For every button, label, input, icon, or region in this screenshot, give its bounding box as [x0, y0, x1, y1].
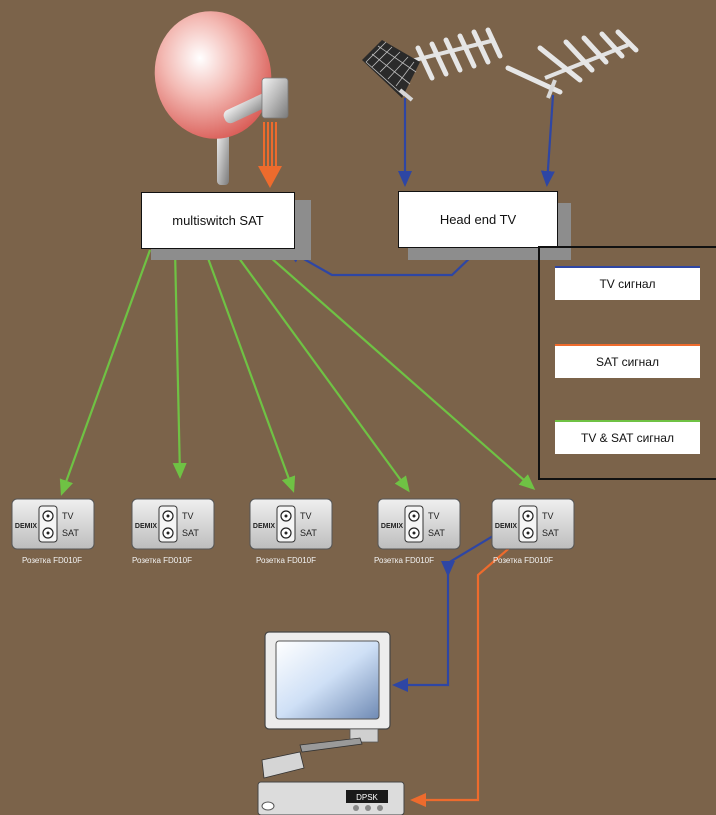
socket-sat-label: SAT [428, 528, 445, 538]
socket-tv-label: TV [428, 511, 440, 521]
legend-label-sat: SAT сигнал [596, 355, 659, 369]
socket-caption: Розетка FD010F [493, 556, 554, 565]
socket-brand: DEMIX [135, 523, 158, 530]
antenna-icon [362, 27, 503, 102]
socket-icon: DEMIX TV SAT [491, 498, 575, 550]
headend-label: Head end TV [439, 212, 517, 227]
socket-sat-label: SAT [300, 528, 317, 538]
socket-tv-label: TV [300, 511, 312, 521]
socket-tv-label: TV [542, 511, 554, 521]
headend-box: Head end TV [398, 191, 558, 248]
sockets-layer: DEMIX TV SAT DEMIX TV SAT DEMIX TV SAT DEMIX TV SAT… [11, 498, 575, 550]
legend-label-mixed: TV & SAT сигнал [581, 431, 674, 445]
socket-icon: DEMIX TV SAT [377, 498, 461, 550]
receiver-icon: DPSK [257, 781, 405, 815]
multiswitch-label: multiswitch SAT [172, 213, 264, 228]
socket-caption: Розетка FD010F [256, 556, 317, 565]
socket-caption: Розетка FD010F [22, 556, 83, 565]
socket-sat-label: SAT [62, 528, 79, 538]
socket-icon: DEMIX TV SAT [131, 498, 215, 550]
socket-caption: Розетка FD010F [374, 556, 435, 565]
socket-tv-label: TV [62, 511, 74, 521]
socket-caption: Розетка FD010F [132, 556, 193, 565]
multiswitch-box: multiswitch SAT [141, 192, 295, 249]
tv-icon [261, 631, 391, 779]
socket-brand: DEMIX [253, 523, 276, 530]
legend-frame [538, 246, 716, 480]
satellite-dish-icon [154, 11, 289, 188]
socket-brand: DEMIX [15, 523, 38, 530]
mixed-signal-lines [59, 249, 536, 496]
socket-icon: DEMIX TV SAT [11, 498, 95, 550]
legend-item-sat: SAT сигнал [555, 344, 700, 378]
antenna-icon [505, 29, 639, 99]
socket-tv-label: TV [182, 511, 194, 521]
legend-label-tv: TV сигнал [599, 277, 656, 291]
legend-item-mixed: TV & SAT сигнал [555, 420, 700, 454]
socket-sat-label: SAT [182, 528, 199, 538]
socket-brand: DEMIX [495, 523, 518, 530]
legend-item-tv: TV сигнал [555, 266, 700, 300]
socket-sat-label: SAT [542, 528, 559, 538]
receiver-display: DPSK [356, 793, 378, 802]
socket-brand: DEMIX [381, 523, 404, 530]
socket-icon: DEMIX TV SAT [249, 498, 333, 550]
sat-signal-lines [410, 531, 529, 807]
